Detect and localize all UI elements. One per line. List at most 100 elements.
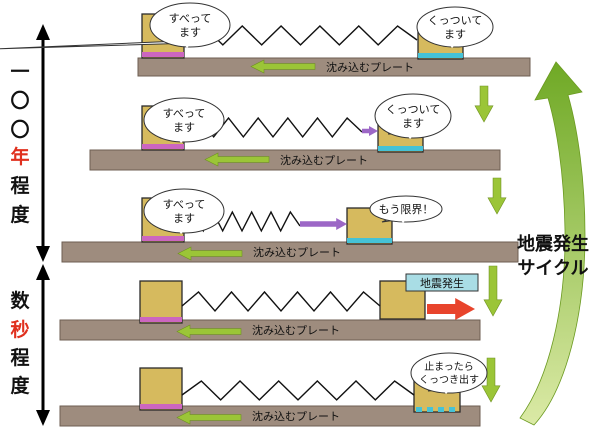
plate-label: 沈み込むプレート	[326, 60, 414, 74]
event-label-box	[405, 273, 479, 292]
cyan-pad-segment	[449, 407, 455, 412]
cycle-arrow	[519, 61, 586, 426]
left-speech-bubble-body	[143, 97, 225, 143]
right-speech-bubble-body	[416, 6, 494, 48]
plate-label: 沈み込むプレート	[252, 409, 340, 423]
plate	[61, 241, 519, 263]
right-speech-bubble-body	[369, 195, 443, 223]
spring	[181, 380, 415, 401]
right-speech-bubble: もう限界！	[369, 195, 443, 223]
duration-label-char: 数	[10, 289, 30, 312]
pink-pad	[140, 317, 182, 322]
arrowhead-down	[36, 246, 50, 262]
plate-motion-arrow	[176, 324, 242, 339]
duration-label-char: 程	[10, 347, 29, 369]
event-label: 地震発生	[420, 276, 464, 290]
right-speech-bubble-text: くっつき出す	[419, 373, 479, 386]
right-speech-bubble-text: ます	[444, 28, 466, 41]
right-speech-bubble-body	[374, 93, 452, 139]
right-speech-bubble-seam	[446, 40, 458, 48]
plate-motion-arrow	[250, 59, 316, 74]
plate	[137, 57, 531, 77]
right-speech-bubble-text: 止まったら	[424, 361, 474, 373]
cycle-label: 地震発生	[517, 233, 589, 255]
spring	[183, 25, 418, 46]
left-speech-bubble-body	[149, 2, 231, 48]
spring	[183, 210, 301, 233]
plate-label: 沈み込むプレート	[280, 153, 368, 167]
spring-push-arrow	[300, 218, 347, 230]
left-block	[139, 280, 183, 324]
cyan-pad-segment	[438, 407, 444, 412]
plate-motion-arrow	[176, 410, 242, 425]
spring	[183, 116, 363, 139]
left-speech-bubble-text: すべって	[169, 12, 212, 25]
left-speech-bubble-text: すべって	[163, 198, 206, 211]
pink-pad	[142, 236, 184, 241]
right-speech-bubble-seam	[397, 215, 409, 223]
right-speech-bubble-text: ます	[402, 117, 424, 130]
pink-pad	[142, 52, 184, 57]
plate-motion-arrow	[177, 246, 243, 261]
cycle-arrow-shape	[519, 61, 586, 426]
spring-push-arrow	[362, 126, 378, 136]
arrowhead-up	[36, 24, 50, 40]
duration-label-char: 秒	[10, 318, 29, 341]
plate	[59, 405, 481, 427]
earthquake-event: 地震発生	[405, 273, 479, 320]
arrowhead-up	[36, 264, 50, 280]
stage-transition-arrow	[474, 85, 494, 123]
stage-transition-arrow	[481, 357, 501, 403]
duration-label-char: 一	[10, 61, 29, 83]
right-speech-bubble-text: くっついて	[386, 103, 441, 116]
pink-pad	[140, 404, 182, 409]
plate-label: 沈み込むプレート	[252, 323, 340, 337]
cyan-pad	[378, 146, 423, 151]
cyan-pad	[418, 53, 463, 58]
left-speech-bubble-text: ます	[173, 212, 195, 225]
cyan-pad-segment	[427, 407, 433, 412]
arrowhead-down	[36, 410, 50, 426]
spring	[181, 290, 381, 312]
pink-pad	[142, 144, 184, 149]
right-speech-bubble-text: もう限界！	[379, 203, 434, 216]
left-speech-bubble-text: ます	[173, 121, 195, 134]
left-speech-bubble-body	[143, 188, 225, 234]
left-speech-bubble-seam	[181, 40, 193, 48]
cycle-label: サイクル	[517, 258, 588, 279]
cyan-pad	[347, 238, 392, 243]
duration-label-char: 年	[10, 145, 29, 168]
plate	[89, 149, 501, 171]
left-speech-bubble-text: ます	[179, 26, 201, 39]
plate-label: 沈み込むプレート	[253, 245, 341, 259]
left-speech-bubble-text: すべって	[163, 107, 206, 120]
right-speech-bubble-seam	[440, 386, 452, 394]
cyan-pad-segment	[416, 407, 422, 412]
stage-4: 沈み込むプレート	[59, 280, 481, 341]
slip-arrow	[427, 298, 475, 320]
stage-transition-arrow	[487, 177, 507, 215]
duration-labels	[36, 24, 50, 426]
right-speech-bubble-seam	[404, 131, 416, 139]
plate	[59, 319, 481, 341]
stage-3: 沈み込むプレート	[61, 197, 519, 263]
duration-label-char: 度	[10, 203, 30, 226]
plate-motion-arrow	[204, 152, 270, 167]
duration-label-char: 〇	[10, 119, 29, 141]
duration-label-char: 度	[10, 374, 30, 397]
left-speech-bubble-seam	[175, 226, 187, 234]
duration-label-char: 程	[10, 175, 29, 197]
stage-transition-arrow	[483, 265, 503, 317]
right-speech-bubble-text: くっついて	[428, 14, 483, 27]
left-speech-bubble-seam	[175, 135, 187, 143]
left-block	[139, 367, 183, 411]
duration-label-char: 〇	[10, 90, 29, 112]
